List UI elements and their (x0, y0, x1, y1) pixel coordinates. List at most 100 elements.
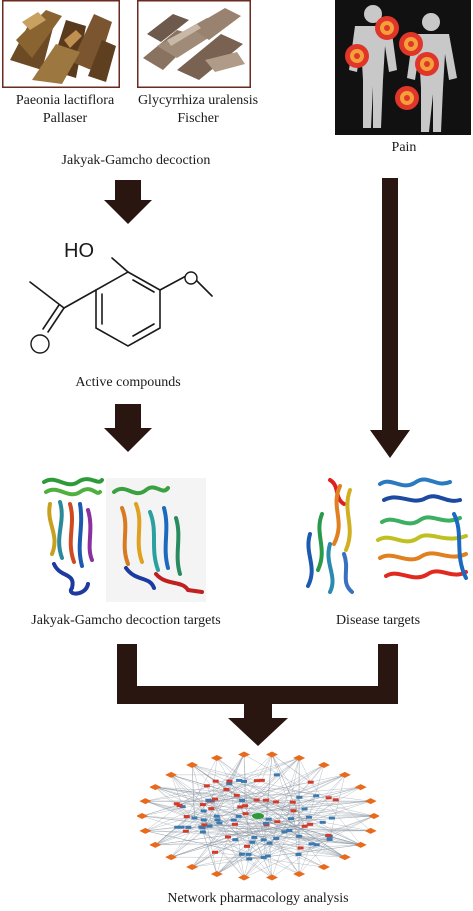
network-node (216, 821, 223, 825)
network-node (263, 821, 270, 825)
network-node (191, 816, 198, 820)
network-node (328, 816, 335, 820)
network-node (213, 814, 220, 818)
network-node (185, 825, 192, 829)
methoxy-oxygen (184, 271, 198, 285)
network-hub-node (265, 751, 278, 758)
network-node (313, 794, 320, 798)
network-node (200, 809, 207, 813)
network-hub-node (364, 827, 377, 834)
network-node (179, 805, 186, 809)
network-node (288, 817, 295, 821)
network-hub-node (149, 841, 162, 848)
network-node (295, 853, 302, 857)
arrow-pain-to-disease-targets (370, 178, 410, 458)
network-node (253, 779, 260, 783)
network-node (289, 800, 296, 804)
network-hub-node (139, 827, 152, 834)
decoction-label: Jakyak-Gamcho decoction (61, 153, 211, 168)
network-hub-node (293, 870, 306, 877)
network-node (264, 854, 271, 858)
network-hub-node (186, 761, 199, 768)
network-node (223, 787, 230, 791)
network-node (205, 798, 212, 802)
network-hub-node (265, 874, 278, 881)
network-node (319, 820, 326, 824)
network-node (237, 805, 244, 809)
network-node (265, 817, 272, 821)
network-node (245, 852, 252, 856)
network-node (251, 835, 258, 839)
pain-label: Pain (391, 140, 417, 155)
network-hub-node (210, 755, 223, 762)
network-node (173, 802, 180, 806)
arrow-compounds-to-targets (104, 404, 152, 452)
network-node (273, 773, 280, 777)
network-node (206, 824, 213, 828)
network-node (231, 822, 238, 826)
network-hub-node (338, 854, 351, 861)
network-hub-node (238, 751, 251, 758)
glycyrrhiza-label: Glycyrrhiza uralensis Fischer (116, 92, 280, 128)
network-node (225, 835, 232, 839)
network-node (212, 797, 219, 801)
network-node (239, 799, 246, 803)
network-node (305, 815, 312, 819)
network-node (297, 846, 304, 850)
network-node (242, 812, 249, 816)
network-node (242, 804, 249, 808)
network-node (286, 828, 293, 832)
network-node (183, 815, 190, 819)
network-node (230, 818, 237, 822)
network-node (235, 814, 242, 818)
network-analysis-label: Network pharmacology analysis (167, 891, 349, 906)
network-node (307, 780, 314, 784)
arrow-decoction-to-compounds (104, 180, 152, 224)
network-node (326, 837, 333, 841)
glycyrrhiza-name-line2: Fischer (177, 111, 219, 126)
network-hub-node (354, 784, 367, 791)
disease-protein-1 (300, 474, 370, 598)
network-node (212, 850, 219, 854)
network-hub-node (354, 841, 367, 848)
network-hub-node (186, 864, 199, 871)
network-node (174, 825, 181, 829)
network-node (226, 782, 233, 786)
paeonia-name-line1: Paeonia lactiflora (15, 93, 115, 108)
network-node (240, 779, 247, 783)
network-node (296, 834, 303, 838)
hydroxyl-label: HO (64, 240, 94, 262)
network-node (281, 830, 288, 834)
network-node (253, 798, 260, 802)
network-hub-node (238, 874, 251, 881)
network-hub-node (139, 798, 152, 805)
network-node (233, 793, 240, 797)
network-node (290, 809, 297, 813)
network-hub-node (368, 813, 379, 819)
network-node (201, 823, 208, 827)
network-node (236, 778, 243, 782)
network-hub-node (137, 813, 148, 819)
network-node (244, 844, 251, 848)
network-node (262, 798, 269, 802)
network-node (260, 855, 267, 859)
network-hub-node (210, 870, 223, 877)
network-hub-node (317, 864, 330, 871)
network-node (325, 833, 332, 837)
network-node (313, 843, 320, 847)
network-hub-node (149, 784, 162, 791)
network-node (200, 818, 207, 822)
network-hub-node (293, 755, 306, 762)
disease-protein-2 (370, 474, 473, 598)
network-node (272, 800, 279, 804)
network-node (199, 830, 206, 834)
network-hub-node (364, 798, 377, 805)
network-node (296, 795, 303, 799)
network-node (332, 798, 339, 802)
network-hub-node (338, 771, 351, 778)
network-node (246, 857, 253, 861)
glycyrrhiza-name-line1: Glycyrrhiza uralensis (137, 93, 259, 108)
network-node (176, 804, 183, 808)
network-node (199, 803, 206, 807)
paeonia-name-line2: Pallaser (42, 111, 88, 126)
